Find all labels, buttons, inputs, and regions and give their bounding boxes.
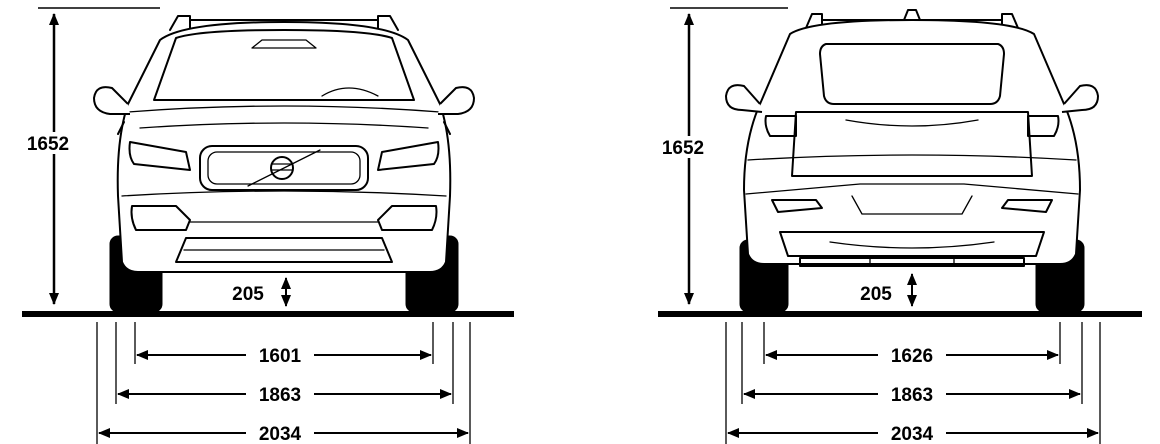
- front-track-dimension: 1601: [136, 344, 432, 367]
- front-ground-clearance-label: 205: [232, 284, 264, 305]
- front-track-label: 1601: [259, 346, 302, 367]
- front-logo: [270, 156, 294, 180]
- rear-width-label: 1863: [891, 385, 933, 406]
- rear-track-label: 1626: [891, 346, 933, 367]
- front-width-mirrors-dimension: 2034: [98, 422, 469, 444]
- rear-ground-clearance-dimension: 205: [860, 273, 917, 307]
- front-ground-line: [22, 311, 514, 317]
- front-width-mirrors-label: 2034: [259, 424, 302, 444]
- front-view: 1652: [20, 7, 514, 444]
- rear-ground-clearance-label: 205: [860, 284, 892, 305]
- rear-width-dimension: 1863: [743, 383, 1081, 406]
- front-height-label: 1652: [27, 134, 69, 155]
- rear-view: 1652: [654, 7, 1142, 444]
- rear-height-label: 1652: [662, 138, 704, 159]
- rear-ground-line: [658, 311, 1142, 317]
- front-width-dimension: 1863: [117, 383, 452, 406]
- front-extension-lines: [96, 322, 471, 444]
- rear-width-mirrors-label: 2034: [891, 424, 934, 444]
- front-height-dimension: 1652: [20, 7, 160, 305]
- front-grille: [199, 145, 369, 191]
- rear-car-illustration: [725, 9, 1099, 313]
- rear-underbody: [799, 257, 1025, 267]
- front-ground-clearance-dimension: 205: [232, 277, 291, 307]
- front-width-label: 1863: [259, 385, 301, 406]
- rear-extension-lines: [725, 322, 1101, 444]
- rear-height-dimension: 1652: [654, 7, 788, 305]
- rear-width-mirrors-dimension: 2034: [727, 422, 1099, 444]
- front-car-illustration: [93, 15, 475, 313]
- rear-track-dimension: 1626: [765, 344, 1059, 367]
